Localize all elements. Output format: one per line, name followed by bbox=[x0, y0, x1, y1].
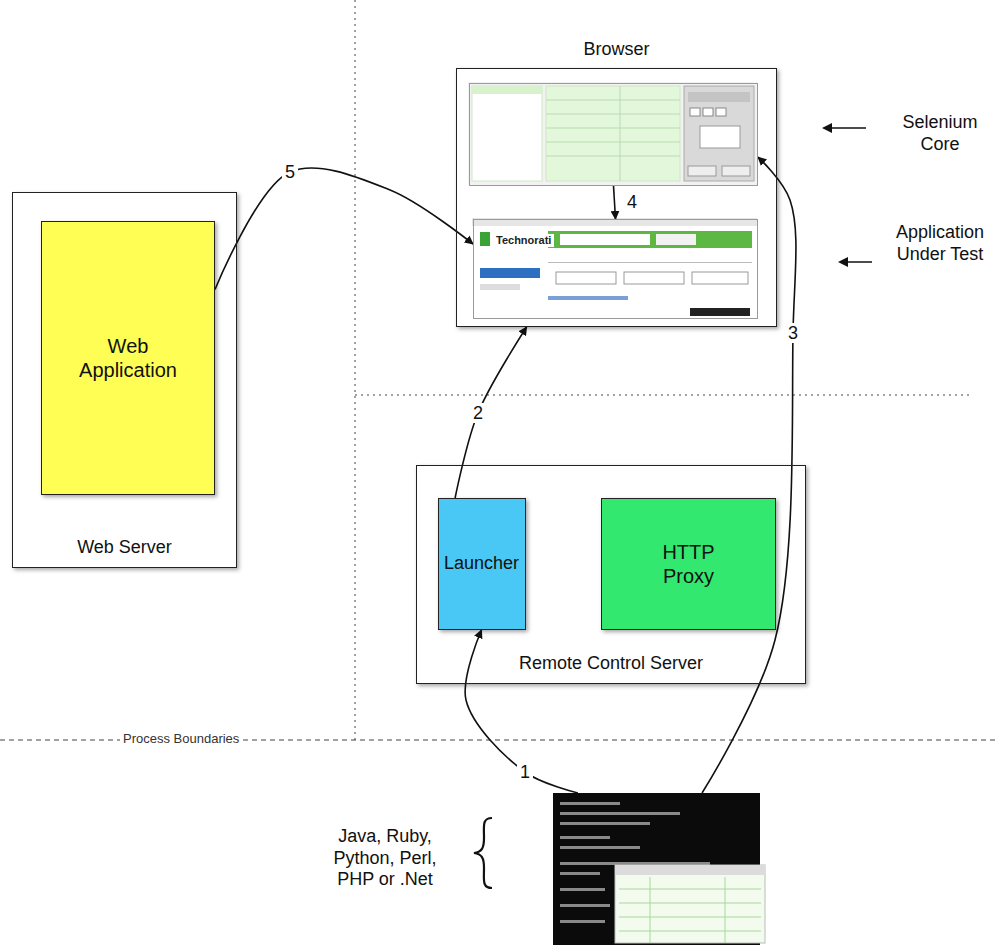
node-label: Launcher bbox=[444, 553, 519, 575]
arrow-connector bbox=[455, 327, 527, 498]
node-label: Application Under Test bbox=[882, 222, 998, 265]
process-boundaries bbox=[0, 0, 999, 740]
callout-number: 1 bbox=[517, 762, 533, 783]
boundary-line bbox=[355, 0, 356, 740]
node-label: Remote Control Server bbox=[417, 653, 805, 675]
brace-symbol bbox=[474, 818, 492, 888]
callout-number: 4 bbox=[624, 192, 640, 213]
application-screenshot bbox=[472, 218, 757, 318]
client-terminal: Java, Ruby, Python, Perl, PHP or .Net bbox=[553, 793, 760, 945]
node-label: Selenium Core bbox=[890, 112, 990, 155]
node-label: Web Server bbox=[13, 537, 236, 559]
callout-number: 3 bbox=[785, 323, 801, 344]
callout-number: 5 bbox=[282, 162, 298, 183]
selenium-core-screenshot bbox=[468, 82, 757, 185]
boundary-label: Process Boundaries bbox=[120, 732, 242, 747]
callout-number: 2 bbox=[470, 403, 486, 424]
web-server-box: Web Server Web Application bbox=[12, 192, 237, 568]
node-label: Web Application bbox=[66, 334, 191, 382]
terminal-screenshot bbox=[553, 793, 765, 945]
launcher-box: Launcher bbox=[438, 498, 526, 630]
node-label: Java, Ruby, Python, Perl, PHP or .Net bbox=[320, 826, 450, 891]
application-box: Web Application bbox=[41, 221, 215, 495]
logo-text: Technorati bbox=[493, 234, 554, 247]
server-box: Remote Control Server Launcher HTTP Proxy bbox=[416, 465, 806, 684]
selenium-core-panel: Selenium Core bbox=[469, 83, 758, 186]
arrow-connector bbox=[215, 168, 473, 290]
node-label: Browser bbox=[457, 39, 776, 61]
boundary-line bbox=[355, 395, 970, 396]
arrow-connector bbox=[702, 157, 796, 793]
leader-arrows bbox=[822, 123, 872, 267]
browser-window: BrowserSelenium CoreApplication Under Te… bbox=[456, 68, 777, 327]
proxy-box: HTTP Proxy bbox=[601, 498, 776, 630]
arrow-connector bbox=[614, 186, 616, 219]
node-label: HTTP Proxy bbox=[649, 540, 729, 588]
